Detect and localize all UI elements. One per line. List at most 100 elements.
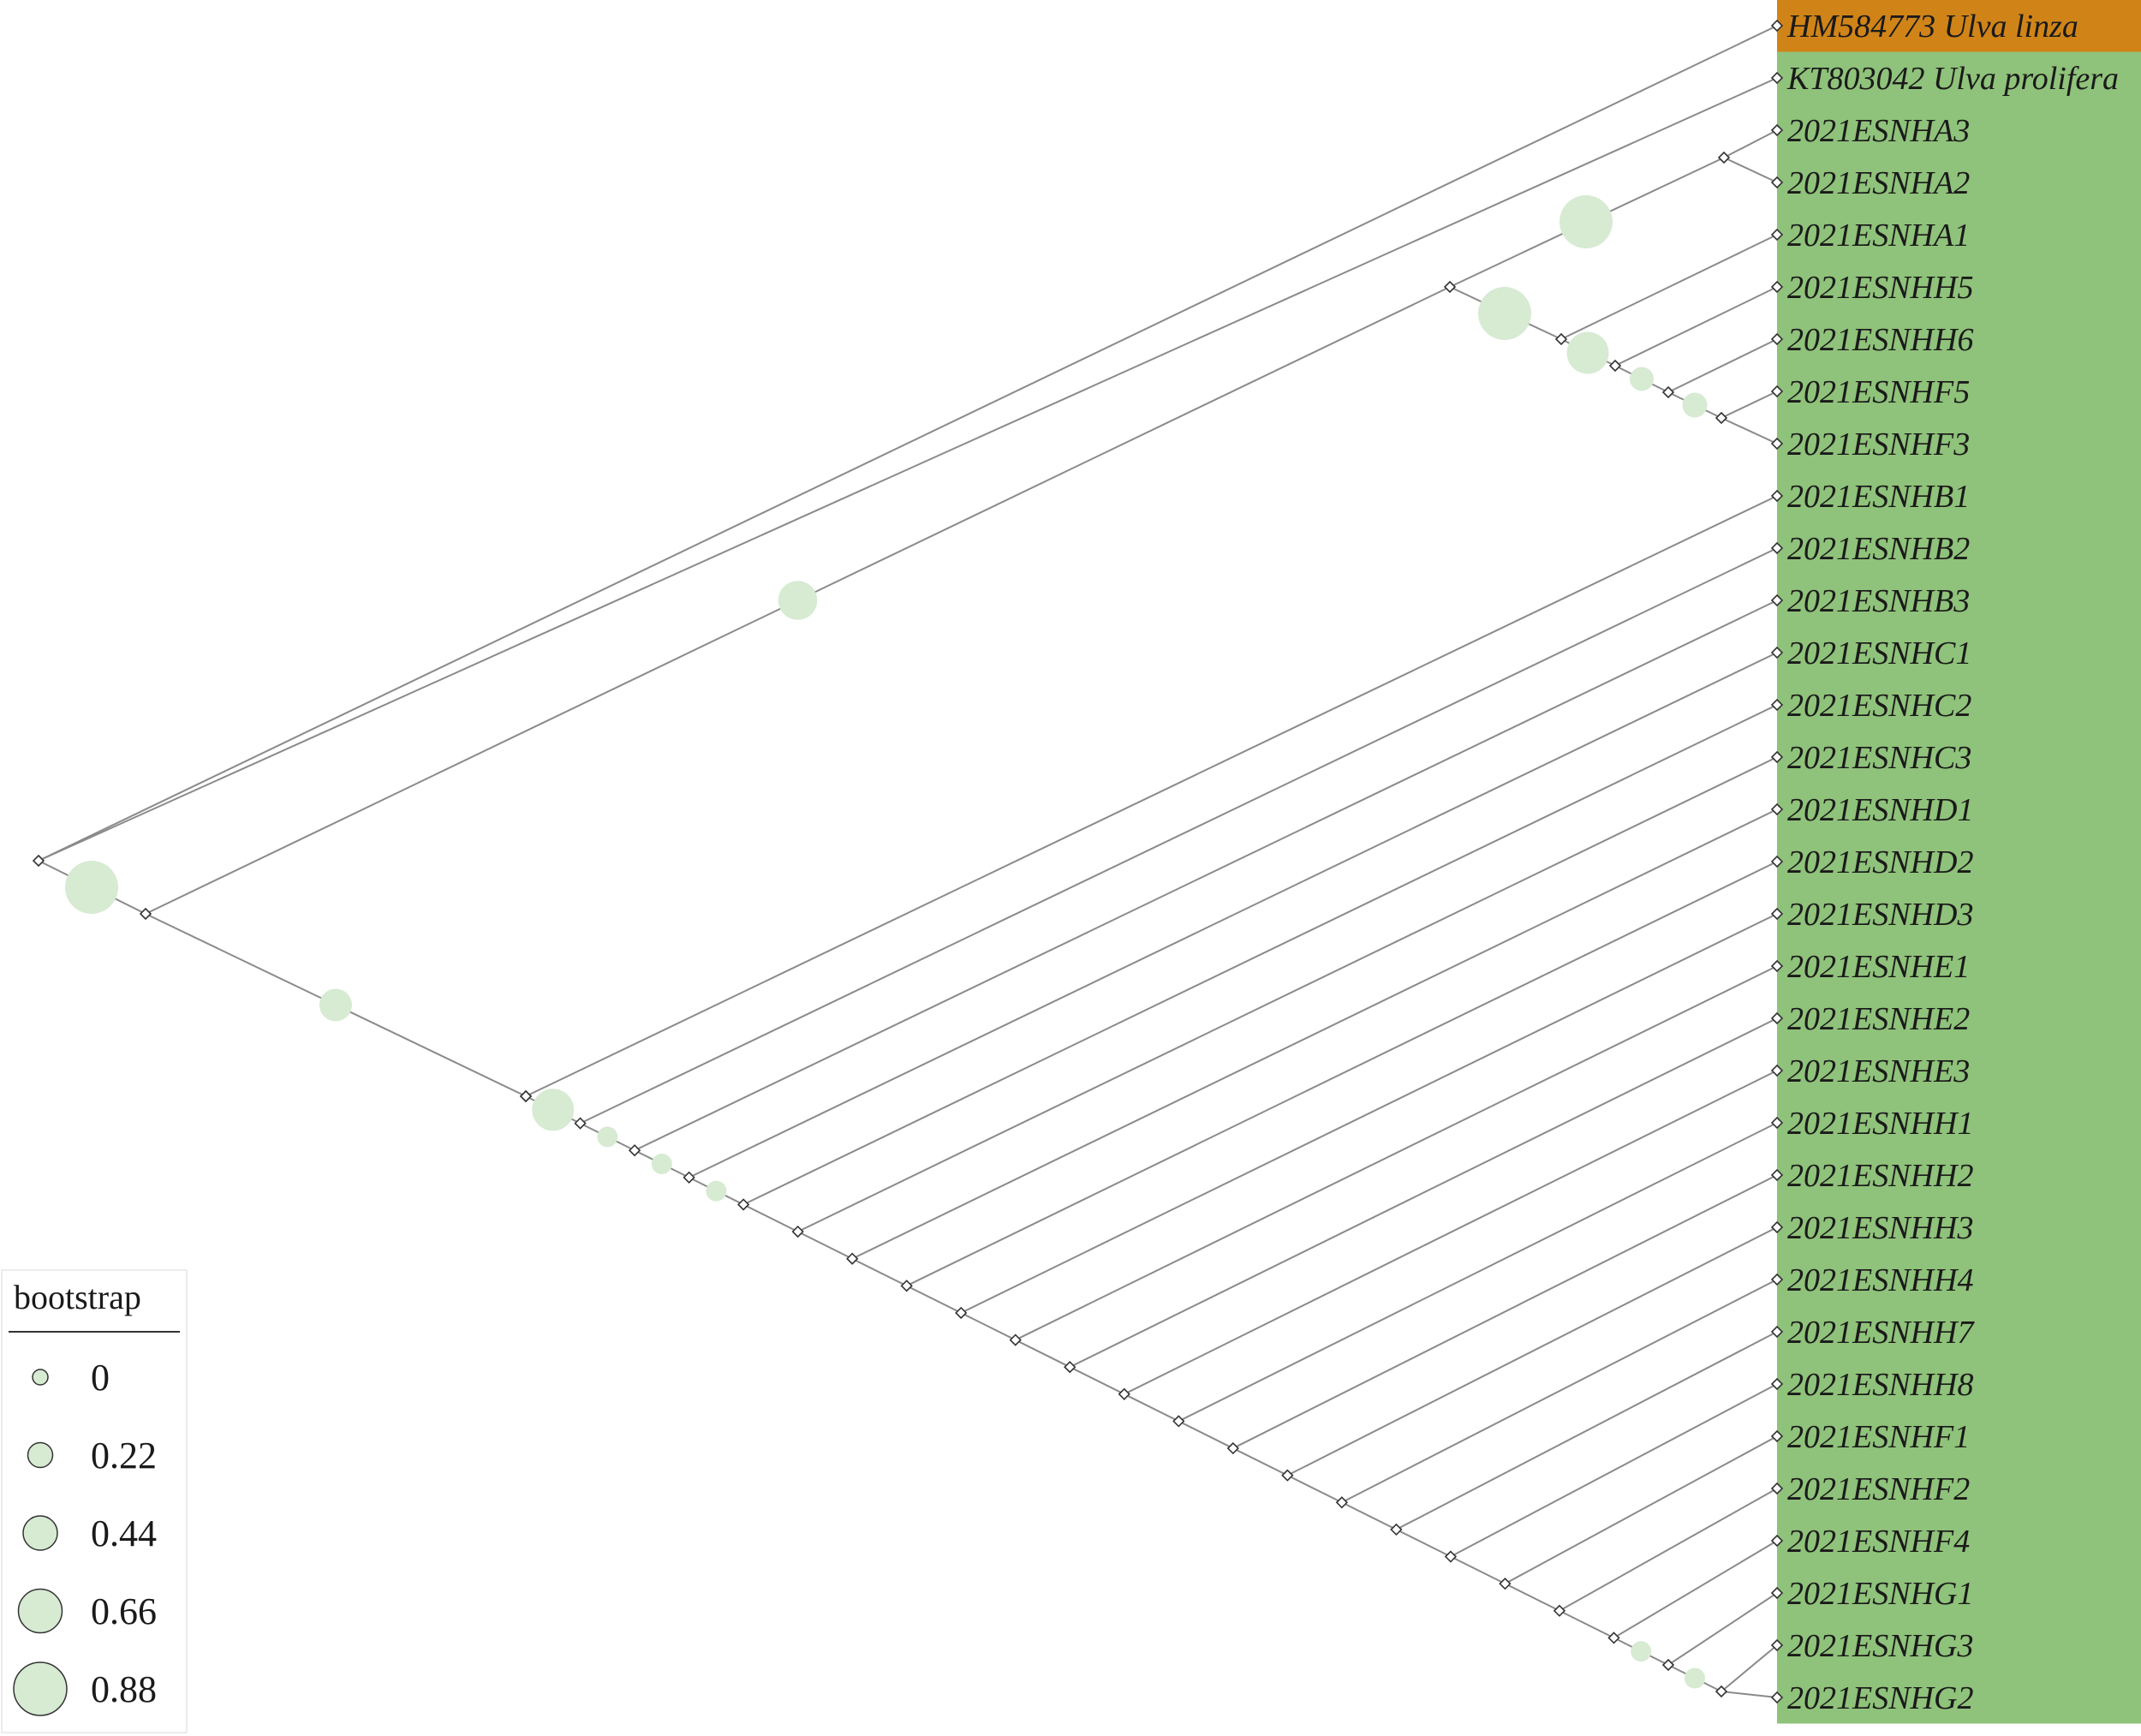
bootstrap-circle	[1682, 392, 1708, 418]
node-marker	[1661, 385, 1675, 399]
node-marker	[791, 1225, 804, 1238]
tip-label: 2021ESNHF4	[1787, 1524, 1970, 1560]
node-marker	[1770, 1691, 1784, 1704]
node-marker	[1770, 1482, 1784, 1495]
bootstrap-circle	[1560, 195, 1613, 248]
branch	[1341, 1501, 1397, 1530]
legend-swatch	[22, 1515, 58, 1551]
legend-label: 0.66	[91, 1590, 157, 1632]
branch	[689, 652, 1778, 1178]
node-marker	[1770, 1429, 1784, 1443]
node-marker	[1118, 1387, 1130, 1400]
branch	[1232, 1447, 1288, 1476]
legend-swatch	[13, 1661, 68, 1716]
branch	[960, 1312, 1017, 1341]
node-marker	[1770, 332, 1784, 346]
branch	[634, 600, 1778, 1152]
node-marker	[1608, 359, 1622, 373]
branch	[797, 756, 1778, 1232]
tip-band	[1777, 1305, 2141, 1358]
tip-band	[1777, 626, 2141, 679]
bootstrap-circle	[651, 1154, 672, 1175]
branch	[1286, 1474, 1343, 1504]
branch	[906, 1285, 962, 1314]
node-marker	[1770, 1586, 1784, 1600]
node-marker	[1770, 1064, 1784, 1077]
branch	[1721, 417, 1778, 444]
tip-band	[1777, 51, 2141, 104]
node-marker	[1770, 1638, 1784, 1652]
legend-frame	[1, 1269, 188, 1733]
bootstrap-circle	[1631, 1641, 1652, 1662]
branch	[1613, 1540, 1778, 1639]
node-marker	[1607, 1632, 1620, 1644]
node-marker	[1390, 1523, 1403, 1536]
node-marker	[1770, 907, 1784, 921]
node-marker	[737, 1198, 750, 1211]
branch	[1069, 1366, 1125, 1395]
tip-band	[1777, 940, 2141, 993]
node-marker	[955, 1306, 968, 1320]
branch	[1341, 1279, 1778, 1504]
node-marker	[519, 1089, 533, 1103]
node-marker	[1770, 855, 1784, 868]
tip-band	[1777, 1514, 2141, 1567]
node-marker	[1770, 594, 1784, 607]
branch	[580, 547, 1778, 1125]
node-marker	[574, 1117, 587, 1130]
branch	[1667, 1592, 1778, 1666]
node-marker	[1770, 437, 1784, 450]
branch	[1721, 1644, 1778, 1692]
node-marker	[1226, 1441, 1239, 1455]
node-marker	[1661, 1658, 1675, 1672]
tip-label: 2021ESNHH6	[1787, 322, 1973, 358]
node-marker	[1770, 228, 1784, 242]
bootstrap-circle	[597, 1126, 618, 1148]
branch	[1232, 1174, 1778, 1449]
tip-label: 2021ESNHG3	[1787, 1628, 1973, 1664]
bootstrap-circle	[319, 988, 352, 1022]
node-marker	[1770, 698, 1784, 712]
node-marker	[1770, 750, 1784, 764]
tip-label: 2021ESNHC1	[1787, 635, 1971, 671]
bootstrap-circle	[65, 861, 118, 914]
legend-swatch	[17, 1588, 63, 1634]
branch	[1614, 286, 1778, 367]
tip-label: 2021ESNHH5	[1787, 270, 1973, 306]
tip-label: 2021ESNHA3	[1787, 113, 1970, 149]
tip-label: 2021ESNHF2	[1787, 1471, 1970, 1507]
legend-swatch	[27, 1441, 54, 1469]
tip-band	[1777, 365, 2141, 418]
node-marker	[1770, 1116, 1784, 1130]
tip-label: 2021ESNHE1	[1787, 949, 1970, 985]
branch	[1559, 1609, 1614, 1639]
tip-label: 2021ESNHH2	[1787, 1158, 1973, 1194]
tip-band	[1777, 1462, 2141, 1515]
tip-label: 2021ESNHE2	[1787, 1001, 1970, 1037]
node-marker	[1770, 1011, 1784, 1025]
node-marker	[846, 1252, 859, 1265]
bootstrap-circles	[65, 195, 1708, 1689]
tip-label: 2021ESNHB2	[1787, 531, 1970, 567]
node-marker	[1717, 151, 1731, 164]
tip-band	[1777, 0, 2141, 52]
tip-band	[1777, 469, 2141, 522]
node-marker	[1770, 123, 1784, 137]
branch	[1286, 1226, 1778, 1476]
bootstrap-circle	[706, 1180, 727, 1202]
tip-label: 2021ESNHH1	[1787, 1106, 1973, 1142]
tip-label: 2021ESNHF3	[1787, 427, 1970, 462]
node-marker	[1770, 1534, 1784, 1548]
branch	[1069, 1017, 1778, 1369]
branch	[1450, 1555, 1506, 1585]
tip-label: 2021ESNHG2	[1787, 1680, 1973, 1716]
node-marker	[1172, 1415, 1185, 1428]
branch	[1015, 1339, 1070, 1369]
tip-band	[1777, 104, 2141, 157]
node-marker	[1443, 280, 1457, 294]
tip-color-bands	[1777, 0, 2141, 1724]
node-marker	[1770, 646, 1784, 659]
branch	[851, 1257, 908, 1287]
tip-band	[1777, 783, 2141, 836]
